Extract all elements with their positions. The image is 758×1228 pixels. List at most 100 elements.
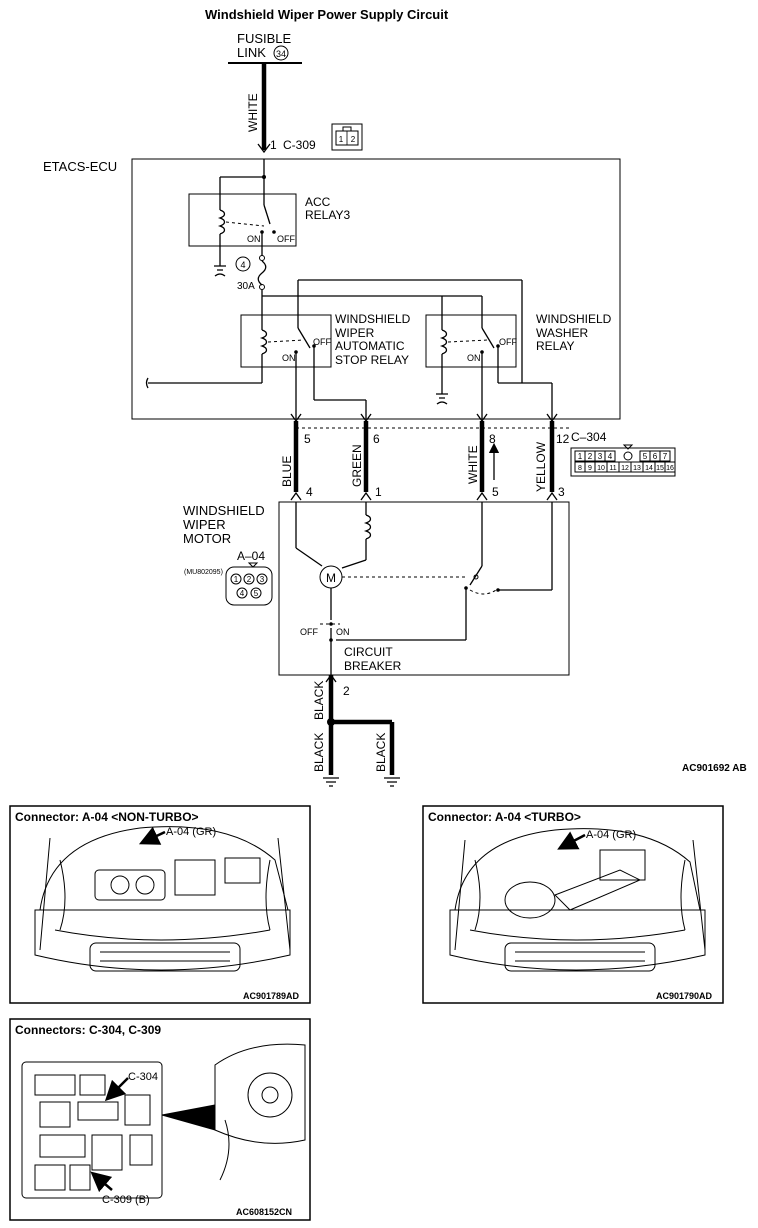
auto-stop-coil-icon bbox=[259, 329, 268, 355]
svg-text:3: 3 bbox=[260, 575, 265, 584]
svg-text:ON: ON bbox=[247, 234, 261, 244]
svg-text:WINDSHIELD: WINDSHIELD bbox=[335, 312, 411, 326]
washer-coil-icon bbox=[439, 329, 448, 355]
ground-wiring bbox=[323, 673, 400, 787]
c304-pin-label: 3 bbox=[598, 452, 603, 461]
svg-text:WIPER: WIPER bbox=[183, 517, 226, 532]
svg-text:BREAKER: BREAKER bbox=[344, 659, 402, 673]
c304-key-icon bbox=[623, 451, 633, 461]
acc-relay: ON OFF ACC RELAY3 bbox=[188, 177, 350, 277]
svg-text:34: 34 bbox=[276, 49, 286, 59]
harness-wires bbox=[290, 413, 570, 501]
motor-coil-icon bbox=[363, 514, 372, 540]
svg-text:GREEN: GREEN bbox=[350, 444, 364, 487]
svg-text:ON: ON bbox=[467, 353, 481, 363]
svg-text:C-309 (B): C-309 (B) bbox=[102, 1194, 150, 1206]
svg-text:1: 1 bbox=[375, 485, 382, 499]
svg-text:BLACK: BLACK bbox=[312, 681, 326, 720]
c304-pin-label: 14 bbox=[645, 465, 653, 472]
c304-pin-cell bbox=[664, 461, 676, 473]
svg-text:3: 3 bbox=[558, 485, 565, 499]
svg-text:ACC: ACC bbox=[305, 195, 331, 209]
pointer-arrow-icon bbox=[104, 1077, 129, 1102]
c304-pin-label: 15 bbox=[656, 465, 664, 472]
svg-text:12: 12 bbox=[556, 432, 570, 446]
ground-icon bbox=[323, 777, 339, 787]
svg-text:M: M bbox=[326, 571, 336, 585]
motor-internals: M OFF ON CIRCUIT BREAKER bbox=[295, 502, 553, 675]
etacs-ecu-box bbox=[131, 158, 621, 420]
diagram-title: Windshield Wiper Power Supply Circuit bbox=[205, 7, 449, 22]
c304-pin-label: 9 bbox=[588, 465, 592, 472]
c304-pin-label: 8 bbox=[578, 465, 582, 472]
svg-text:6: 6 bbox=[373, 432, 380, 446]
svg-text:BLACK: BLACK bbox=[374, 733, 388, 772]
svg-text:A-04 (GR): A-04 (GR) bbox=[586, 829, 636, 841]
svg-text:AC901789AD: AC901789AD bbox=[243, 991, 300, 1001]
svg-text:WINDSHIELD: WINDSHIELD bbox=[536, 312, 612, 326]
panel-connectors: Connectors: C-304, C-309 C-304 C-309 (B)… bbox=[9, 1018, 311, 1221]
fusible-link: FUSIBLE LINK 34 bbox=[228, 31, 302, 64]
ecu-label: ETACS-ECU bbox=[43, 159, 117, 174]
svg-text:30A: 30A bbox=[237, 281, 255, 292]
c309-connector-icon: 1 2 bbox=[331, 123, 363, 151]
ground-icon bbox=[214, 265, 226, 277]
c304-pin-label: 13 bbox=[633, 465, 641, 472]
diagram-code: AC901692 AB bbox=[682, 763, 747, 774]
c309-pin: 1 bbox=[270, 138, 277, 152]
svg-text:WASHER: WASHER bbox=[536, 326, 589, 340]
c304-pin-label: 16 bbox=[666, 465, 674, 472]
svg-text:OFF: OFF bbox=[277, 234, 295, 244]
svg-text:2: 2 bbox=[351, 135, 356, 144]
svg-text:WINDSHIELD: WINDSHIELD bbox=[183, 503, 265, 518]
c304-pin-label: 12 bbox=[621, 465, 629, 472]
svg-text:Connector: A-04 <NON-TURBO>: Connector: A-04 <NON-TURBO> bbox=[15, 810, 199, 824]
svg-text:C-304: C-304 bbox=[128, 1071, 158, 1083]
engine-bay-illustration bbox=[449, 828, 706, 972]
svg-text:4: 4 bbox=[240, 260, 245, 270]
c304-pin-cell bbox=[659, 450, 671, 462]
svg-text:2: 2 bbox=[247, 575, 252, 584]
wire-label-white-top: WHITE bbox=[246, 93, 260, 132]
svg-text:RELAY3: RELAY3 bbox=[305, 208, 350, 222]
ground-icon bbox=[384, 777, 400, 787]
connector-arrow-c309 bbox=[257, 143, 271, 154]
svg-text:A–04: A–04 bbox=[237, 549, 265, 563]
c304-pin-label: 10 bbox=[597, 465, 605, 472]
svg-text:LINK: LINK bbox=[237, 45, 266, 60]
pointer-arrow-icon bbox=[138, 826, 166, 845]
fusible-link-number-circle bbox=[273, 45, 289, 61]
c304-pin-label: 2 bbox=[588, 452, 593, 461]
svg-text:5: 5 bbox=[254, 589, 259, 598]
svg-text:RELAY: RELAY bbox=[536, 339, 574, 353]
svg-text:5: 5 bbox=[492, 485, 499, 499]
a04-connector-icon: 1 2 3 4 5 bbox=[225, 566, 273, 606]
panel-non-turbo: Connector: A-04 <NON-TURBO> A-04 (GR) AC… bbox=[9, 805, 311, 1004]
svg-text:YELLOW: YELLOW bbox=[534, 441, 548, 492]
fuse-icon bbox=[257, 260, 267, 286]
svg-text:STOP RELAY: STOP RELAY bbox=[335, 353, 409, 367]
svg-text:5: 5 bbox=[304, 432, 311, 446]
svg-text:ON: ON bbox=[282, 353, 296, 363]
c304-pin-label: 11 bbox=[609, 465, 616, 472]
ground-icon bbox=[436, 393, 448, 405]
svg-text:OFF: OFF bbox=[300, 627, 318, 637]
svg-text:1: 1 bbox=[234, 575, 239, 584]
svg-text:1: 1 bbox=[339, 135, 344, 144]
svg-text:WIPER: WIPER bbox=[335, 326, 375, 340]
acc-relay-coil-icon bbox=[217, 209, 226, 235]
panel-turbo: Connector: A-04 <TURBO> A-04 (GR) AC9017… bbox=[422, 805, 724, 1004]
svg-text:OFF: OFF bbox=[313, 337, 331, 347]
c304-pin-label: 4 bbox=[608, 452, 613, 461]
c304-pin-label: 5 bbox=[643, 452, 648, 461]
pointer-arrow-icon bbox=[90, 1171, 113, 1193]
auto-stop-relay: ON OFF WINDSHIELD WIPER AUTOMATIC STOP R… bbox=[240, 296, 411, 383]
svg-text:BLUE: BLUE bbox=[280, 456, 294, 487]
c304-name: C–304 bbox=[571, 430, 607, 444]
c304-pin-label: 6 bbox=[653, 452, 658, 461]
svg-text:ON: ON bbox=[336, 627, 350, 637]
svg-text:Connectors: C-304, C-309: Connectors: C-304, C-309 bbox=[15, 1023, 161, 1037]
svg-text:FUSIBLE: FUSIBLE bbox=[237, 31, 292, 46]
engine-bay-illustration bbox=[34, 826, 291, 972]
